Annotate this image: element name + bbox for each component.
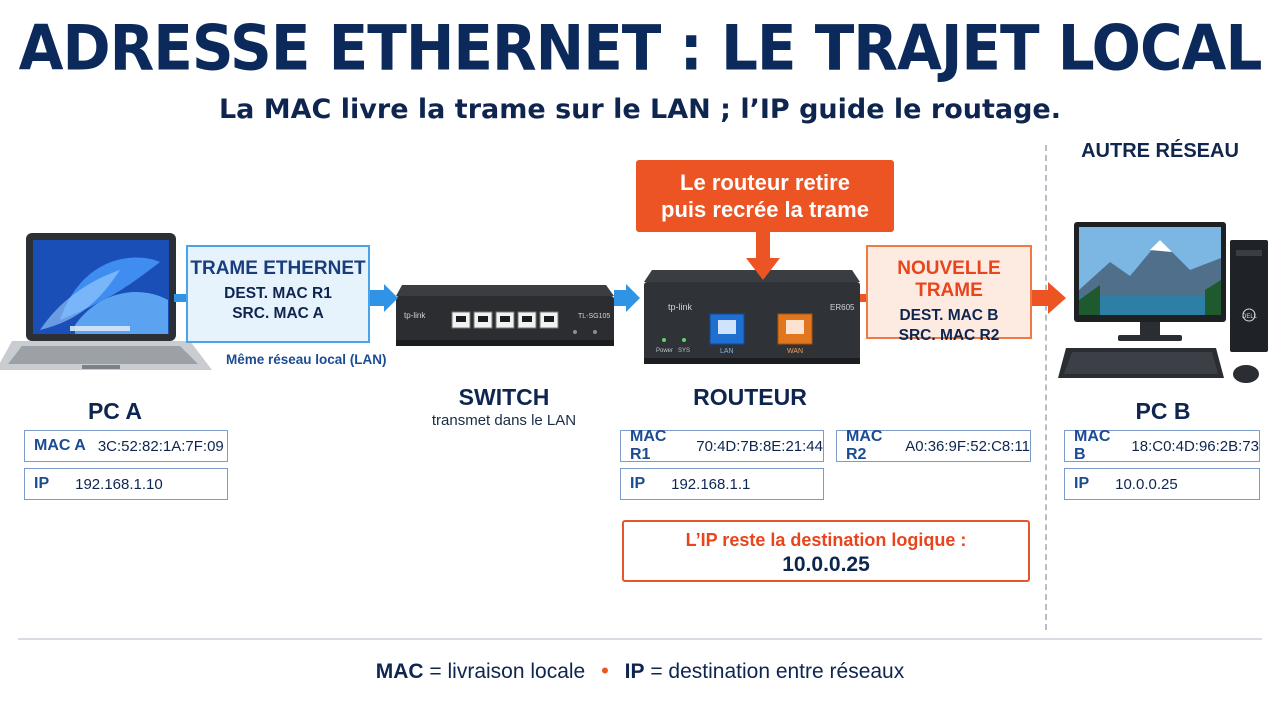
router-ip-row: IP 192.168.1.1 <box>620 468 824 500</box>
pc-b-brand: DELL <box>1242 314 1258 320</box>
footer-divider <box>18 638 1262 640</box>
router-mac-r2-value: A0:36:9F:52:C8:11 <box>905 437 1030 455</box>
pc-a-ip-key: IP <box>34 475 50 492</box>
pc-a-mac-key: MAC A <box>34 437 86 454</box>
ethernet-frame-heading: TRAME ETHERNET <box>190 258 366 279</box>
router-ip-key: IP <box>630 475 646 492</box>
pc-a-ip-value: 192.168.1.10 <box>75 475 163 493</box>
page-title: ADRESSE ETHERNET : LE TRAJET LOCAL <box>18 11 1263 85</box>
pc-b-mac-row: MAC B 18:C0:4D:96:2B:73 <box>1064 428 1260 463</box>
router-mac-r2-row: MAC R2 A0:36:9F:52:C8:11 <box>836 428 1031 463</box>
router-power-label: Power <box>656 348 673 354</box>
router-brand: tp-link <box>668 302 693 312</box>
switch-device-icon: tp-link TL-SG105 <box>396 285 614 346</box>
ethernet-frame-dest: DEST. MAC R1 <box>224 285 332 302</box>
switch-model: TL-SG105 <box>578 313 610 320</box>
new-frame-box: NOUVELLE TRAME DEST. MAC B SRC. MAC R2 <box>866 245 1032 344</box>
pc-b-ip-key: IP <box>1074 475 1090 492</box>
router-callout-line1: Le routeur retire <box>680 170 850 195</box>
switch-sublabel: transmet dans le LAN <box>431 412 577 429</box>
router-sys-label: SYS <box>678 348 690 354</box>
footer-mac-desc: = livraison locale <box>423 660 586 683</box>
pc-b-mac-value: 18:C0:4D:96:2B:73 <box>1131 437 1259 455</box>
ethernet-frame-box: TRAME ETHERNET DEST. MAC R1 SRC. MAC A <box>186 245 370 343</box>
switch-brand: tp-link <box>404 311 426 320</box>
laptop-icon <box>0 233 212 370</box>
arrows <box>174 232 1066 314</box>
router-mac-r1-key: MAC R1 <box>630 428 667 463</box>
pc-a-label: PC A <box>87 398 143 424</box>
bullet-icon: • <box>601 658 609 683</box>
router-label: ROUTEUR <box>693 384 807 410</box>
footer-ip-desc: = destination entre réseaux <box>644 660 905 683</box>
page-subtitle: La MAC livre la trame sur le LAN ; l’IP … <box>218 94 1062 125</box>
pc-b-mac-key: MAC B <box>1074 428 1111 463</box>
footer-ip-term: IP <box>624 660 645 683</box>
router-callout: Le routeur retire puis recrée la trame <box>636 160 894 232</box>
new-frame-dest: DEST. MAC B <box>899 307 999 324</box>
switch-label: SWITCH <box>458 384 550 410</box>
desktop-computer-icon: DELL <box>1058 222 1268 383</box>
lan-note: Même réseau local (LAN) <box>226 352 387 367</box>
pc-b-ip-row: IP 10.0.0.25 <box>1064 468 1260 500</box>
network-divider <box>1045 145 1047 630</box>
pc-a-mac-row: MAC A 3C:52:82:1A:7F:09 <box>24 430 228 462</box>
other-network-label: AUTRE RÉSEAU <box>1081 140 1239 162</box>
router-mac-r2-key: MAC R2 <box>846 428 883 463</box>
router-device-icon: tp-link ER605 LAN WAN Power SYS <box>644 270 860 364</box>
logical-destination-ip: 10.0.0.25 <box>782 553 870 576</box>
logical-destination-note: L’IP reste la destination logique : 10.0… <box>622 520 1030 582</box>
router-wan-port: WAN <box>787 348 803 355</box>
footer-mac-term: MAC <box>375 660 424 683</box>
router-lan-port: LAN <box>720 348 734 355</box>
router-ip-value: 192.168.1.1 <box>671 475 751 493</box>
new-frame-src: SRC. MAC R2 <box>898 327 1000 344</box>
logical-destination-text: L’IP reste la destination logique : <box>685 530 967 550</box>
router-mac-r1-value: 70:4D:7B:8E:21:44 <box>696 437 823 455</box>
footer-summary: MAC = livraison locale • IP = destinatio… <box>0 658 1280 684</box>
pc-b-label: PC B <box>1135 398 1191 424</box>
router-callout-line2: puis recrée la trame <box>661 197 869 222</box>
pc-a-ip-row: IP 192.168.1.10 <box>24 468 228 500</box>
pc-b-ip-value: 10.0.0.25 <box>1115 475 1178 493</box>
pc-a-mac-value: 3C:52:82:1A:7F:09 <box>97 437 224 455</box>
router-mac-r1-row: MAC R1 70:4D:7B:8E:21:44 <box>620 428 824 463</box>
router-model: ER605 <box>830 303 855 312</box>
ethernet-frame-src: SRC. MAC A <box>232 305 324 322</box>
new-frame-heading: NOUVELLE TRAME <box>897 258 1001 301</box>
